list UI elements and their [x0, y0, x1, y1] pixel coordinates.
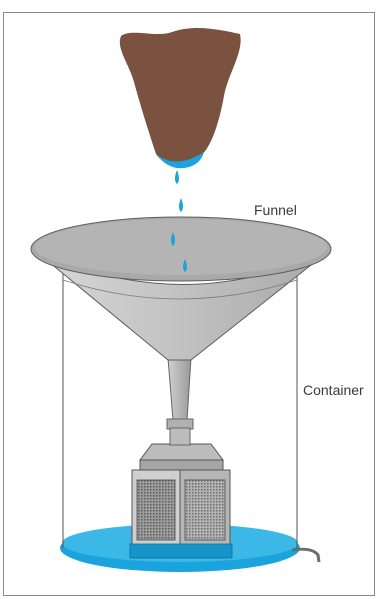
- container-label: Container: [303, 382, 364, 398]
- mesh-panel-right: [185, 480, 225, 540]
- funnel-label: Funnel: [254, 202, 297, 218]
- filter-box: [130, 444, 232, 558]
- mesh-panel-left: [137, 480, 175, 540]
